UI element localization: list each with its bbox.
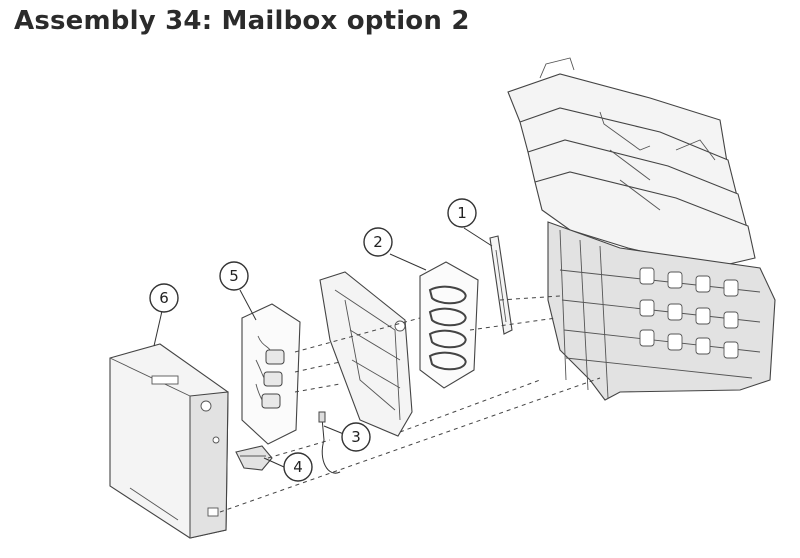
callout-6-label: 6 [159,289,169,307]
middle-frame [319,271,413,437]
part-3-cable [318,411,341,474]
callout-6: 6 [149,283,179,313]
part-6-cover [109,343,229,539]
callout-2: 2 [363,227,393,257]
callout-4: 4 [283,452,313,482]
callout-1-label: 1 [457,204,467,222]
callout-4-label: 4 [293,458,303,476]
callout-5-label: 5 [229,267,239,285]
part-1-bracket [489,235,513,335]
part-2-belt-panel [419,261,479,389]
part-5-sensor-panel [241,303,301,445]
part-4-connector [235,445,273,471]
mailbox-main-unit [507,57,776,401]
page-title: Assembly 34: Mailbox option 2 [14,6,470,36]
callout-3-label: 3 [351,428,361,446]
callout-3: 3 [341,422,371,452]
callout-1: 1 [447,198,477,228]
callout-5: 5 [219,261,249,291]
assembly-guide-lines [219,295,601,513]
callout-2-label: 2 [373,233,383,251]
